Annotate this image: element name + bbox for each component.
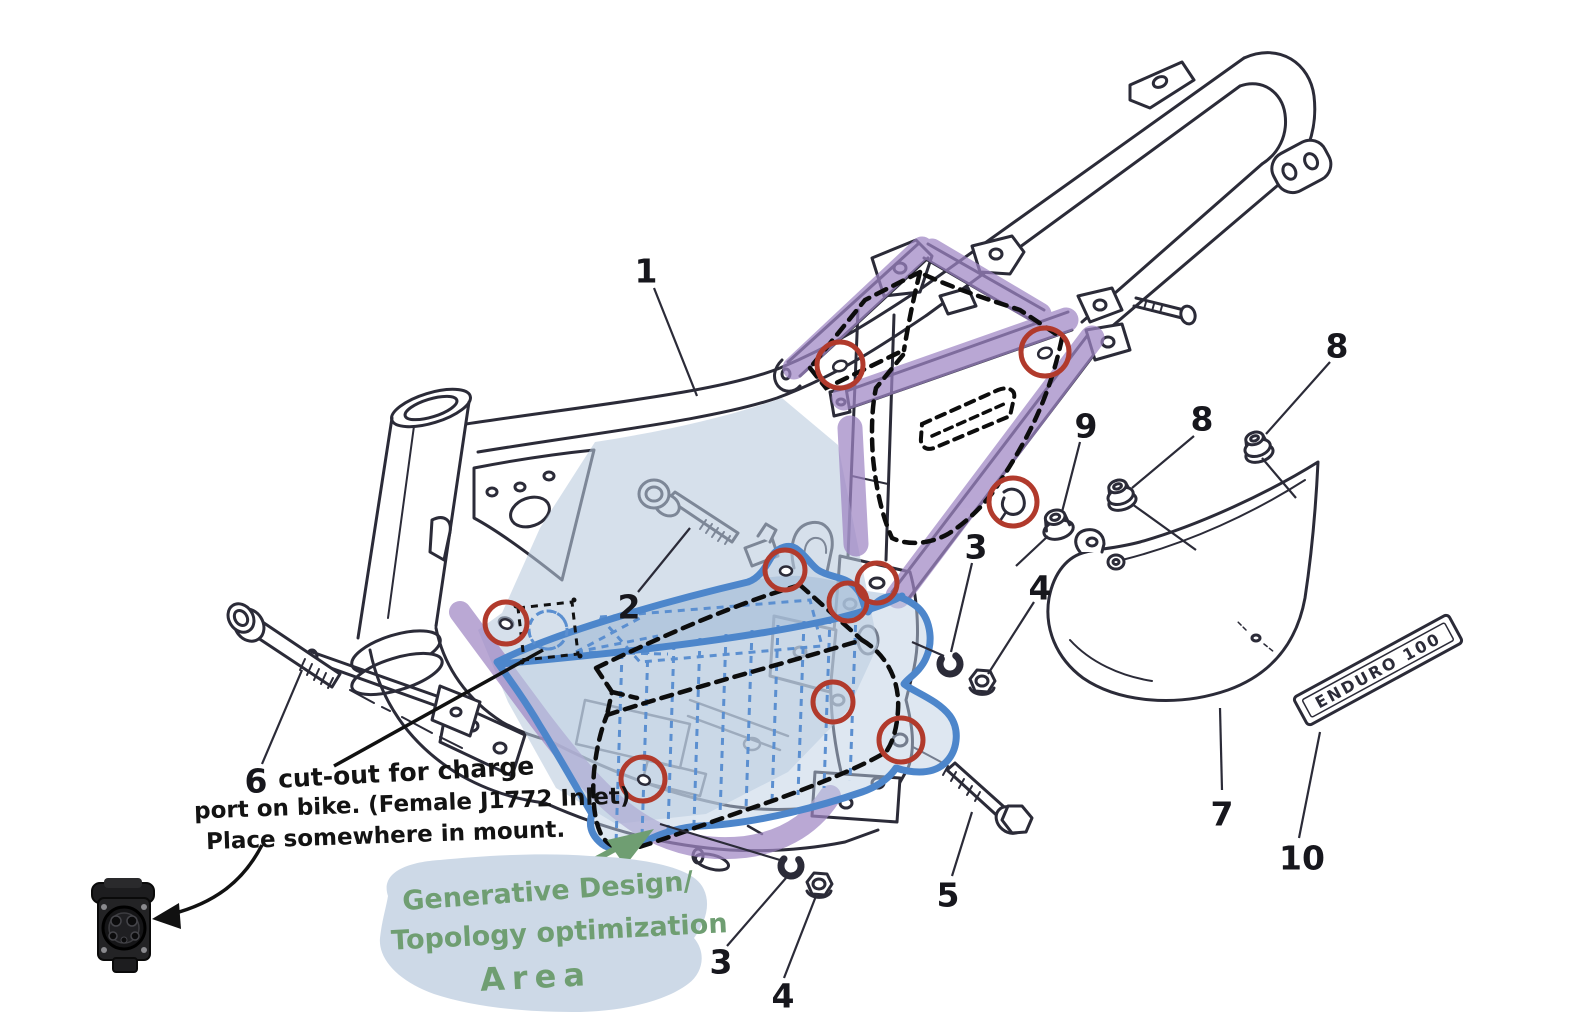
note-leader-line	[333, 648, 544, 768]
part-label-8-inner: 8	[1190, 399, 1214, 439]
bolt-part-5	[942, 761, 1034, 835]
part-label-4-right: 4	[1028, 568, 1052, 608]
enduro-badge: ENDURO 100	[1292, 613, 1464, 727]
part-label-9: 9	[1074, 406, 1098, 446]
part-label-3-bottom: 3	[709, 942, 733, 982]
nut-part-4-right	[968, 668, 997, 696]
washer-part-3-bottom	[777, 852, 805, 880]
dashed-outlines	[591, 269, 1065, 852]
bolt-part-6	[226, 602, 342, 689]
washer-part-3-right	[936, 650, 964, 678]
part-label-2: 2	[617, 587, 641, 627]
side-cover-panel	[1046, 460, 1320, 702]
bolt-6-axis-line	[349, 689, 463, 749]
generative-note-line3: Area	[479, 955, 593, 999]
red-marker-circles	[482, 325, 1072, 804]
generative-note-blob	[379, 854, 708, 1012]
part-label-1: 1	[634, 251, 658, 291]
part-label-7: 7	[1210, 794, 1234, 834]
grommet-part-8-outer	[1243, 430, 1275, 464]
nut-part-9	[1042, 508, 1075, 541]
part-label-8-outer: 8	[1325, 326, 1349, 366]
j1772-inlet-photo	[91, 878, 155, 973]
circled-bolt-holes	[498, 346, 1054, 786]
arrow-to-connector	[152, 844, 264, 929]
part-label-4-bottom: 4	[771, 976, 795, 1016]
badge-text: ENDURO 100	[1312, 629, 1445, 713]
leader-lines	[260, 287, 1331, 979]
part-label-10: 10	[1279, 838, 1325, 878]
part-label-5: 5	[936, 875, 960, 915]
part-label-6: 6	[244, 761, 268, 801]
part-label-3-right: 3	[964, 527, 988, 567]
grommet-part-8-inner	[1106, 478, 1138, 512]
nut-part-4-bottom	[805, 871, 834, 899]
